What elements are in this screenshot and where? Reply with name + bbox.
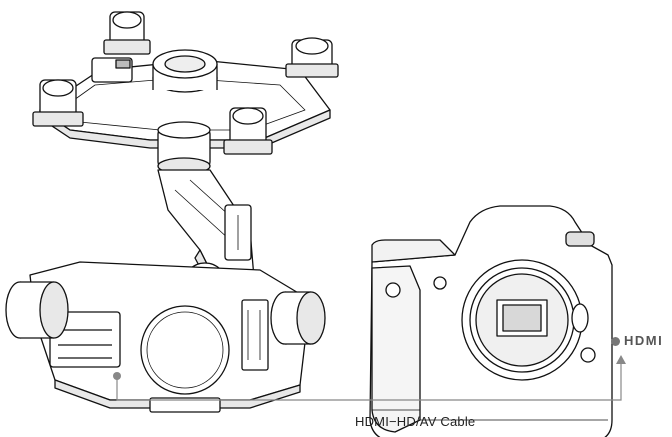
left-motor	[5, 281, 69, 339]
damper-clamp-right-top	[285, 37, 339, 78]
gimbal-hub	[91, 49, 218, 93]
damper-clamp-right	[223, 107, 273, 155]
camera-illustration	[369, 205, 613, 437]
right-motor	[270, 291, 326, 345]
pan-motor	[157, 121, 211, 175]
camera-cradle	[29, 261, 311, 413]
hdmi-logo-icon: HDMI	[624, 333, 664, 348]
hdmi-cable	[116, 360, 622, 401]
hdmi-port-dot-icon	[611, 337, 620, 346]
gimbal-illustration	[5, 11, 339, 413]
damper-clamp-top	[103, 11, 151, 55]
damper-clamp-left	[32, 79, 84, 127]
cable-label: HDMI−HD/AV Cable	[355, 414, 476, 429]
connection-dot-icon	[113, 372, 121, 380]
cable-arrow-icon	[616, 355, 626, 364]
